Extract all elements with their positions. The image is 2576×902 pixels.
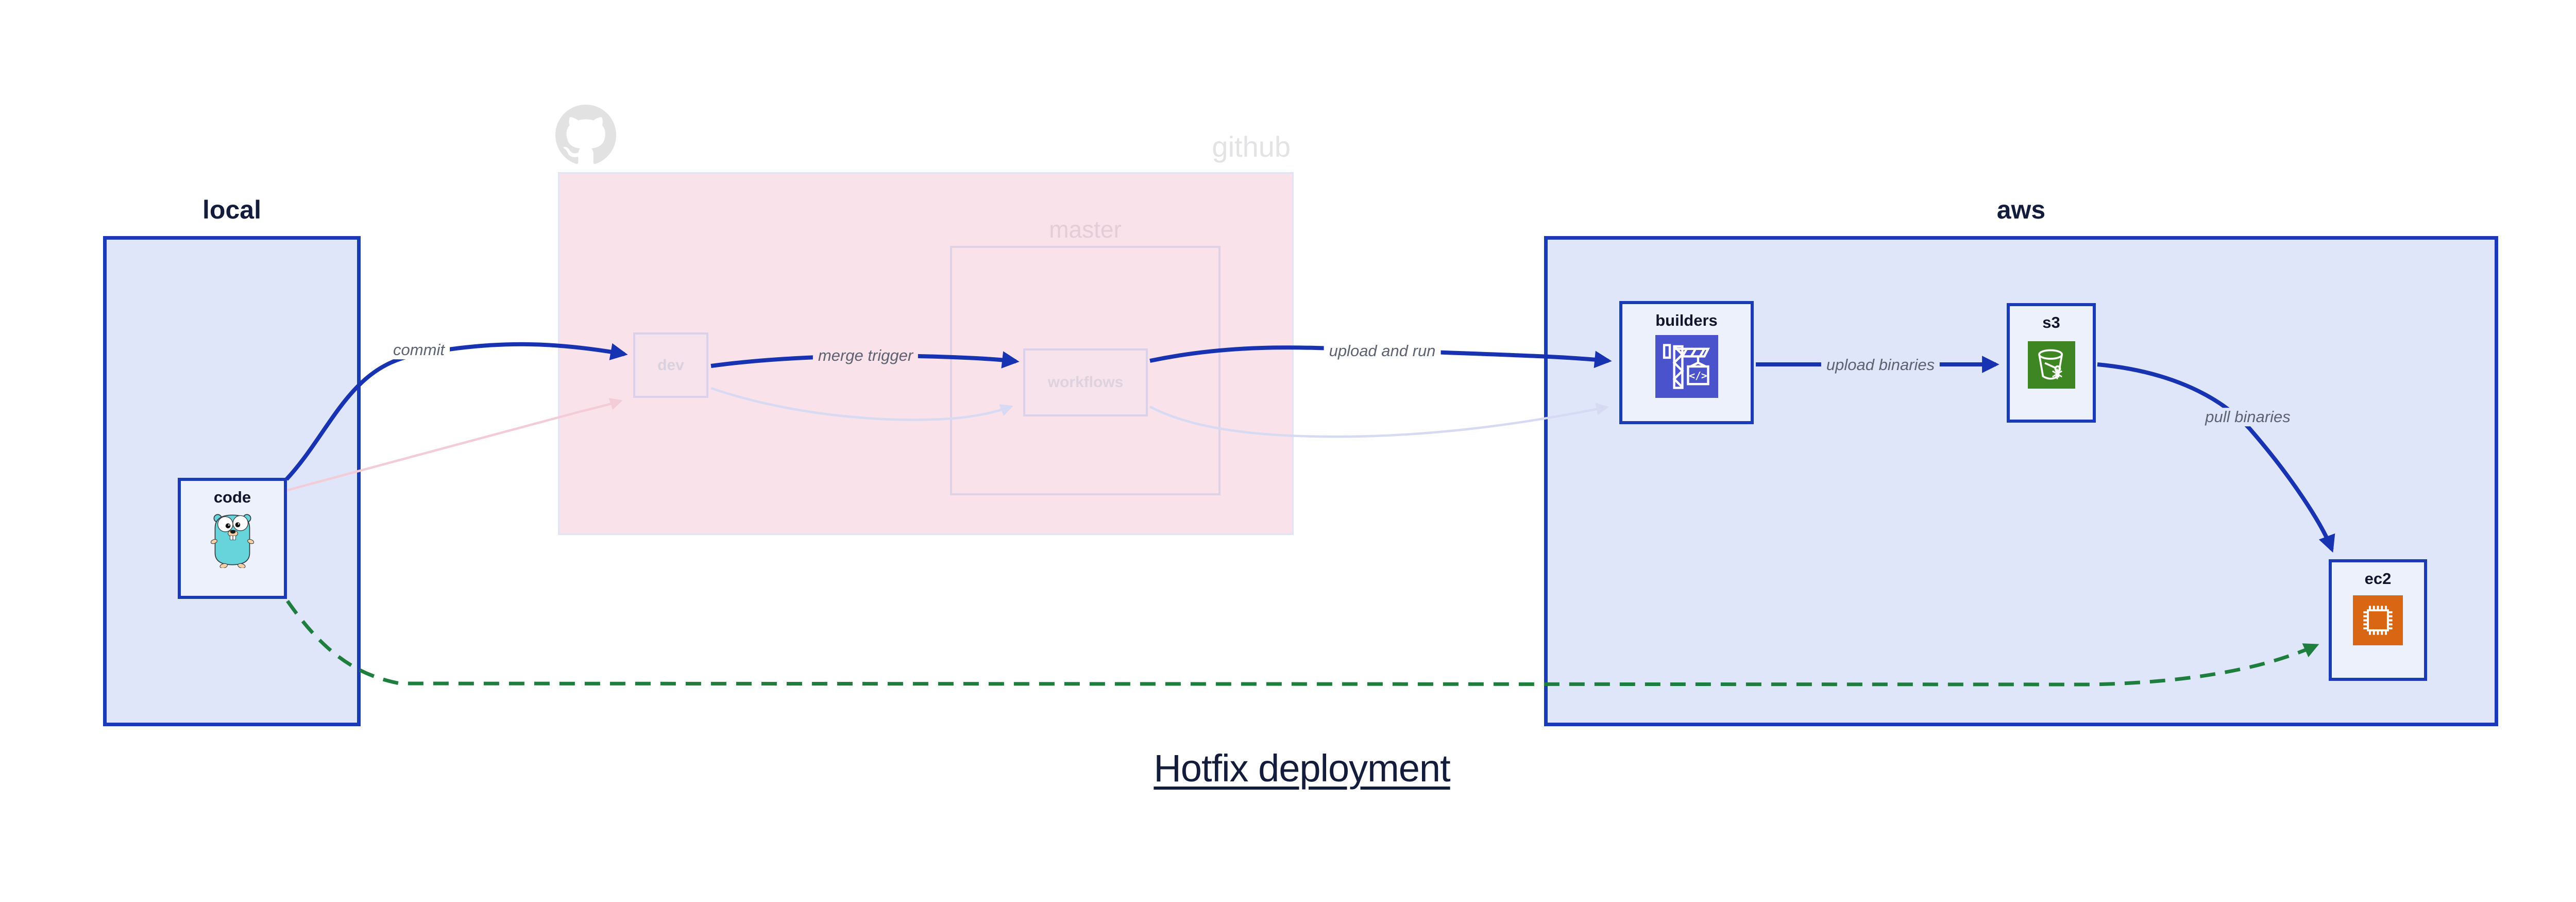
builders-node: builders </> <box>1619 301 1754 424</box>
builders-node-label: builders <box>1655 311 1718 329</box>
dev-node-label: dev <box>657 356 684 374</box>
edge-label-upload-and-run: upload and run <box>1324 342 1441 360</box>
aws-region-label: aws <box>1996 195 2046 224</box>
ec2-chip-icon <box>2353 595 2403 645</box>
s3-node-label: s3 <box>2042 313 2060 331</box>
edge-label-upload-binaries: upload binaries <box>1821 356 1940 374</box>
codebuild-crane-icon: </> <box>1655 335 1718 398</box>
master-group-label: master <box>1049 216 1122 243</box>
github-region-label: github <box>1212 130 1291 163</box>
edge-label-pull-binaries: pull binaries <box>2200 408 2296 426</box>
workflows-node-label: workflows <box>1047 374 1124 391</box>
diagram-title: Hotfix deployment <box>1154 747 1450 790</box>
builders-icon-glyph: </> <box>1689 370 1707 381</box>
go-gopher-icon <box>210 512 255 569</box>
github-octocat-icon <box>555 105 616 165</box>
edge-label-commit: commit <box>388 341 450 359</box>
ec2-node-label: ec2 <box>2364 570 2392 588</box>
code-node: code <box>178 478 287 599</box>
dev-node: dev <box>633 332 708 398</box>
code-node-label: code <box>213 488 251 506</box>
workflows-node: workflows <box>1023 348 1148 416</box>
local-region-label: local <box>202 195 261 224</box>
master-group-box <box>950 246 1221 495</box>
s3-node: s3 <box>2007 303 2096 423</box>
edge-label-merge-trigger: merge trigger <box>812 346 919 365</box>
s3-bucket-icon <box>2027 341 2075 389</box>
ec2-node: ec2 <box>2329 559 2427 681</box>
